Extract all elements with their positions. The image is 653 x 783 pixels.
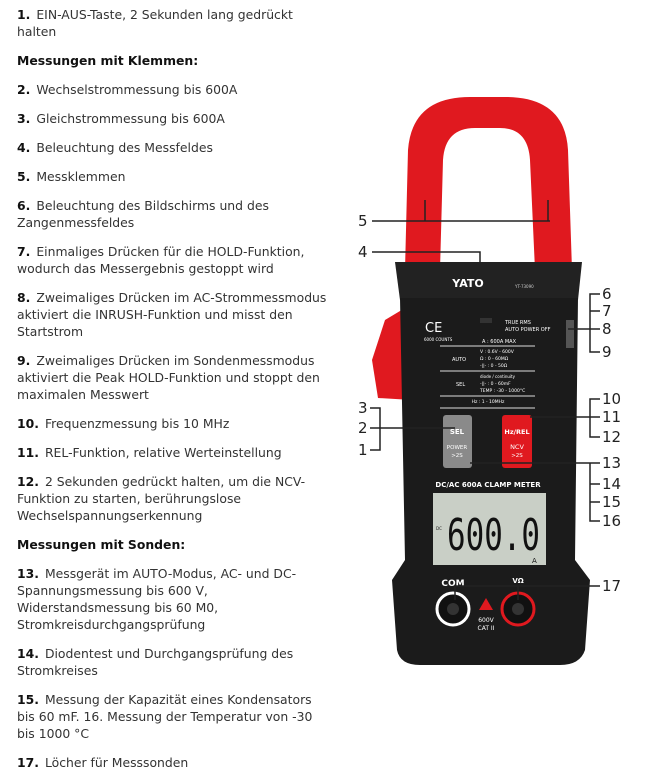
hz-rel-ncv-button[interactable]: Hz/REL NCV >2S (502, 415, 532, 468)
lcd-mode: DC (436, 526, 442, 531)
callout-9: 9 (602, 343, 612, 361)
callout-2: 2 (358, 419, 368, 437)
spec-line: -||- : 0 - 50Ω (480, 363, 508, 369)
auto-label: AUTO (452, 357, 466, 363)
callout-3: 3 (358, 399, 368, 417)
callout-12: 12 (602, 428, 621, 446)
list-item: 3.Gleichstrommessung bis 600A (17, 111, 225, 126)
brand-logo: YATO (451, 277, 483, 290)
callout-11: 11 (602, 408, 621, 426)
list-item: 7.Einmaliges Drücken für die HOLD-Funkti… (17, 244, 305, 276)
callout-6: 6 (602, 285, 612, 303)
svg-text:>2S: >2S (451, 453, 463, 459)
callout-16: 16 (602, 512, 621, 530)
callout-14: 14 (602, 475, 621, 493)
callout-13: 13 (602, 454, 621, 472)
svg-text:POWER: POWER (447, 445, 468, 451)
spec-line: TEMP : -30 - 1000°C (479, 388, 525, 394)
spec-line: diode / continuity (480, 374, 516, 379)
svg-text:>2S: >2S (511, 453, 523, 459)
lcd-unit: A (532, 557, 537, 565)
meter-head (395, 262, 582, 300)
spec-line: -||- : 0 - 60mF (480, 381, 511, 387)
callout-4: 4 (358, 243, 368, 261)
lcd-value: 600.0 (447, 510, 540, 561)
list-item: 10.Frequenzmessung bis 10 MHz (17, 416, 230, 431)
vohm-label: VΩ (512, 577, 523, 585)
callout-1: 1 (358, 441, 368, 459)
auto-power-off-text: AUTO POWER OFF (505, 327, 551, 333)
description-list: 1.EIN-AUS-Taste, 2 Sekunden lang gedrück… (17, 6, 327, 783)
hz-spec: Hz : 1 - 10MHz (472, 399, 505, 405)
callout-17: 17 (602, 577, 621, 595)
rating-text: 600V (478, 617, 494, 624)
true-rms-text: TRUE RMS (504, 320, 531, 326)
counts-text: 6000 COUNTS (424, 337, 453, 342)
svg-text:Hz/REL: Hz/REL (504, 428, 529, 436)
list-item: 13.Messgerät im AUTO-Modus, AC- und DC-S… (17, 566, 297, 632)
spec-line: Ω : 0 - 60MΩ (480, 356, 509, 362)
list-item: 12.2 Sekunden gedrückt halten, um die NC… (17, 474, 306, 523)
list-item: 2.Wechselstrommessung bis 600A (17, 82, 238, 97)
section-heading: Messungen mit Klemmen: (17, 53, 199, 68)
callout-10: 10 (602, 390, 621, 408)
list-item: 6.Beleuchtung des Bildschirms und des Za… (17, 198, 269, 230)
callout-15: 15 (602, 493, 621, 511)
com-label: COM (441, 579, 464, 589)
section-heading: Messungen mit Sonden: (17, 537, 186, 552)
side-button (566, 320, 574, 348)
sel-power-button[interactable]: SEL POWER >2S (443, 415, 472, 468)
cat-text: CAT II (478, 625, 495, 632)
warning-icon (479, 598, 493, 610)
spec-line: V : 0.6V - 600V (480, 349, 515, 355)
list-item: 9.Zweimaliges Drücken im Sondenmessmodus… (17, 353, 320, 402)
list-item: 8.Zweimaliges Drücken im AC-Strommessmod… (17, 290, 327, 339)
list-item: 1.EIN-AUS-Taste, 2 Sekunden lang gedrück… (17, 7, 293, 39)
ce-mark: CE (425, 321, 442, 336)
list-item: 17.Löcher für Messsonden (17, 755, 189, 770)
list-item: 11.REL-Funktion, relative Werteinstellun… (17, 445, 282, 460)
meter-title: DC/AC 600A CLAMP METER (435, 481, 541, 489)
list-item: 5.Messklemmen (17, 169, 126, 184)
sel-label: SEL (456, 382, 465, 388)
clamp-jaw (405, 97, 572, 270)
meter-body (392, 298, 590, 665)
list-item: 4.Beleuchtung des Messfeldes (17, 140, 213, 155)
callout-5: 5 (358, 212, 368, 230)
list-item: 15.Messung der Kapazität eines Kondensat… (17, 692, 313, 741)
callout-7: 7 (602, 302, 612, 320)
callout-lines (370, 200, 600, 600)
max-text: A : 600A MAX (482, 339, 517, 345)
flashlight (480, 318, 492, 323)
svg-text:SEL: SEL (450, 428, 465, 436)
svg-text:NCV: NCV (510, 443, 524, 451)
model-number: YT-73090 (514, 284, 534, 289)
callout-numbers: 5 4 6 7 8 9 10 11 12 3 2 1 13 14 15 16 1… (358, 212, 621, 595)
lcd-screen (433, 493, 546, 565)
callout-8: 8 (602, 320, 612, 338)
list-item: 14.Diodentest und Durchgangsprüfung des … (17, 646, 294, 678)
